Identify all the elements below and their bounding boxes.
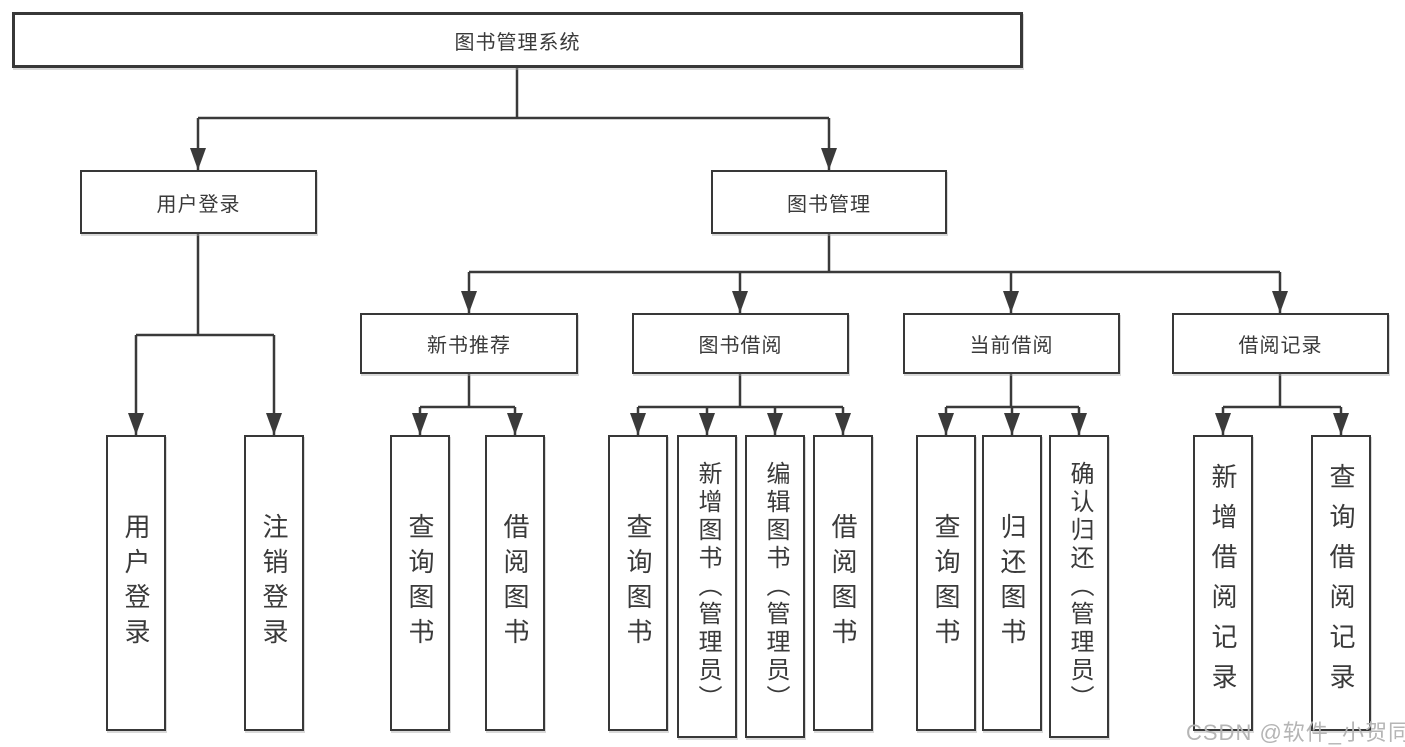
connector-new-book-rec-children: [418, 374, 517, 435]
node-book-management: 图书管理: [711, 170, 947, 234]
leaf-bb-add-book-admin-label: 新增图书（管理员）: [694, 460, 721, 713]
connector-user-login-children: [134, 234, 276, 435]
node-root-system-label: 图书管理系统: [454, 31, 581, 54]
node-borrow-records-label: 借阅记录: [1238, 335, 1323, 357]
csdn-watermark: CSDN @软件_小贺同学: [1186, 720, 1405, 745]
leaf-user-login-label: 用户登录: [121, 513, 151, 653]
node-book-borrow: 图书借阅: [632, 313, 849, 374]
connector-book-mgmt-to-level3: [467, 234, 1282, 313]
leaf-br-add-record-label: 新增借阅记录: [1208, 463, 1238, 703]
node-user-login: 用户登录: [80, 170, 317, 234]
leaf-cb-return-book-label: 归还图书: [997, 513, 1027, 653]
node-current-borrow: 当前借阅: [903, 313, 1120, 374]
leaf-br-add-record: 新增借阅记录: [1193, 435, 1253, 731]
node-current-borrow-label: 当前借阅: [969, 335, 1054, 357]
leaf-nb-borrow-book: 借阅图书: [485, 435, 545, 731]
leaf-cb-query-book: 查询图书: [916, 435, 976, 731]
leaf-cb-query-book-label: 查询图书: [931, 513, 961, 653]
node-borrow-records: 借阅记录: [1172, 313, 1389, 374]
leaf-bb-borrow-book-label: 借阅图书: [828, 513, 858, 653]
node-book-management-label: 图书管理: [787, 193, 871, 216]
leaf-br-query-record-label: 查询借阅记录: [1326, 463, 1356, 703]
leaf-bb-borrow-book: 借阅图书: [813, 435, 873, 731]
leaf-bb-edit-book-admin-label: 编辑图书（管理员）: [762, 460, 789, 713]
leaf-bb-query-book: 查询图书: [608, 435, 668, 731]
leaf-logout: 注销登录: [244, 435, 304, 731]
connector-book-borrow-children: [636, 374, 845, 435]
leaf-cb-confirm-return-admin: 确认归还（管理员）: [1049, 435, 1109, 738]
node-user-login-label: 用户登录: [156, 193, 241, 216]
connector-borrow-records-children: [1221, 374, 1343, 435]
node-new-book-recommend: 新书推荐: [360, 313, 578, 374]
node-root-system: 图书管理系统: [12, 12, 1023, 68]
leaf-user-login: 用户登录: [106, 435, 166, 731]
leaf-nb-borrow-book-label: 借阅图书: [500, 513, 530, 653]
leaf-cb-return-book: 归还图书: [982, 435, 1042, 731]
leaf-cb-confirm-return-admin-label: 确认归还（管理员）: [1066, 460, 1093, 713]
leaf-nb-query-book-label: 查询图书: [405, 513, 435, 653]
leaf-nb-query-book: 查询图书: [390, 435, 450, 731]
node-book-borrow-label: 图书借阅: [698, 335, 783, 357]
arrowheads: [128, 148, 1349, 435]
leaf-br-query-record: 查询借阅记录: [1311, 435, 1371, 731]
connector-root-to-level2: [196, 68, 831, 170]
node-new-book-recommend-label: 新书推荐: [427, 335, 511, 357]
leaf-bb-edit-book-admin: 编辑图书（管理员）: [745, 435, 805, 738]
leaf-logout-label: 注销登录: [259, 513, 289, 653]
leaf-bb-add-book-admin: 新增图书（管理员）: [677, 435, 737, 738]
leaf-bb-query-book-label: 查询图书: [623, 513, 653, 653]
